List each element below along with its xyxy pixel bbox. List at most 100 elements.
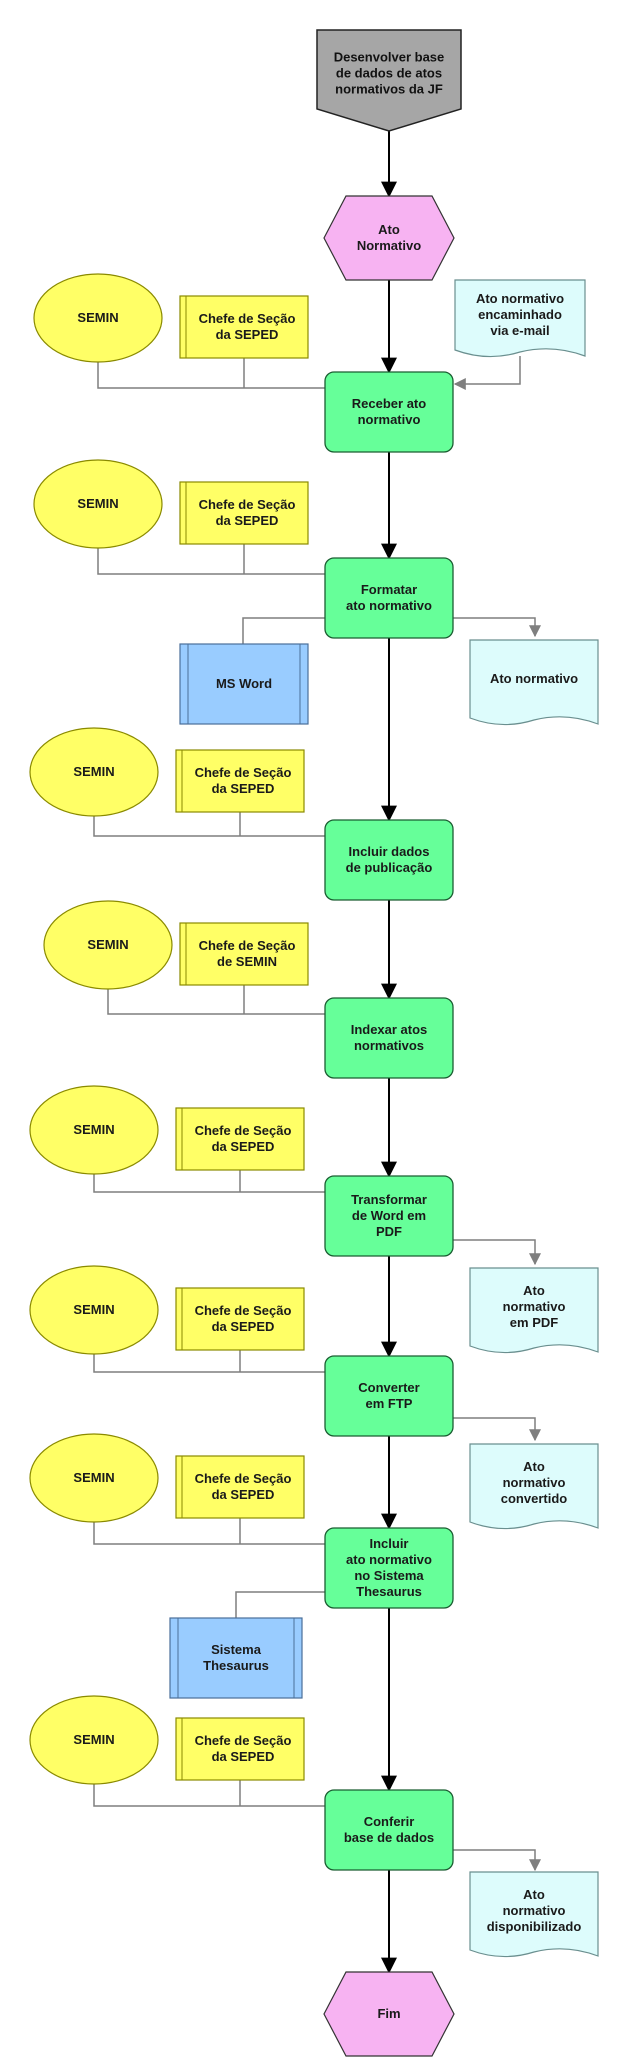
shape-label: Receber ato (352, 396, 426, 411)
shape-label: disponibilizado (487, 1919, 582, 1934)
org-unit-1: SEMIN (33, 273, 163, 363)
shape-label: convertido (501, 1491, 568, 1506)
shape-label: da SEPED (216, 513, 279, 528)
system-ms-word: MS Word (179, 643, 309, 725)
shape-label: Chefe de Seção (199, 938, 296, 953)
shape-label: SEMIN (77, 310, 118, 325)
shape-label: SEMIN (77, 496, 118, 511)
shape-label: PDF (376, 1224, 402, 1239)
shape-label: Ato normativo (476, 291, 564, 306)
connector-line (93, 1522, 325, 1545)
shape-label: Formatar (361, 582, 417, 597)
shape-label: Ato (523, 1283, 545, 1298)
shape-label: SEMIN (73, 1732, 114, 1747)
shape-label: normativo (503, 1299, 566, 1314)
shape-label: Ato normativo (490, 671, 578, 686)
org-unit-4: SEMIN (43, 900, 173, 990)
connector-line (93, 1174, 325, 1193)
shape-label: da SEPED (216, 327, 279, 342)
org-unit-5: SEMIN (29, 1085, 159, 1175)
shape-label: Sistema (211, 1642, 262, 1657)
shape-label: da SEPED (212, 1139, 275, 1154)
shape-label: normativo (358, 412, 421, 427)
shape-label: SEMIN (73, 1302, 114, 1317)
shape-label: Desenvolver base (334, 50, 445, 65)
connector-line (93, 1784, 325, 1807)
shape-label: de SEMIN (217, 954, 277, 969)
shape-label: SEMIN (73, 764, 114, 779)
shape-label: de Word em (352, 1208, 426, 1223)
shape-label: em PDF (510, 1315, 558, 1330)
connector-line (453, 1849, 541, 1872)
shape-label: Ato (523, 1887, 545, 1902)
shape-label: normativo (503, 1903, 566, 1918)
org-unit-2: SEMIN (33, 459, 163, 549)
shape-label: Chefe de Seção (195, 1123, 292, 1138)
shape-label: Chefe de Seção (195, 765, 292, 780)
shape-label: base de dados (344, 1830, 434, 1845)
shape-label: Chefe de Seção (195, 1471, 292, 1486)
shape-label: em FTP (366, 1396, 413, 1411)
shape-label: SEMIN (73, 1122, 114, 1137)
shape-label: encaminhado (478, 307, 562, 322)
shape-label: da SEPED (212, 1487, 275, 1502)
connector-line (453, 1417, 541, 1442)
connector-line (453, 356, 521, 390)
shape-label: no Sistema (354, 1568, 424, 1583)
shape-label: de dados de atos (336, 66, 442, 81)
shape-label: via e-mail (490, 323, 549, 338)
shape-label: SEMIN (73, 1470, 114, 1485)
connector-line (93, 1354, 325, 1373)
shape-label: da SEPED (212, 781, 275, 796)
shape-label: Converter (358, 1380, 419, 1395)
shape-label: Ato (523, 1459, 545, 1474)
shape-label: Fim (377, 2006, 400, 2021)
shape-label: Transformar (351, 1192, 427, 1207)
shape-label: Indexar atos (351, 1022, 428, 1037)
shape-label: Ato (378, 222, 400, 237)
org-unit-8: SEMIN (29, 1695, 159, 1785)
shape-label: Normativo (357, 238, 421, 253)
shape-label: Chefe de Seção (199, 497, 296, 512)
connector-line (453, 1239, 541, 1266)
org-unit-7: SEMIN (29, 1433, 159, 1523)
shape-label: SEMIN (87, 937, 128, 952)
connector-line (97, 548, 325, 575)
shape-label: da SEPED (212, 1749, 275, 1764)
shape-label: normativos da JF (335, 82, 443, 97)
shape-label: Thesaurus (203, 1658, 269, 1673)
shape-label: da SEPED (212, 1319, 275, 1334)
org-unit-3: SEMIN (29, 727, 159, 817)
shape-label: ato normativo (346, 1552, 432, 1567)
output-ato-normativo: Ato normativo (469, 639, 599, 726)
connector-line (107, 989, 325, 1015)
shape-label: Chefe de Seção (199, 311, 296, 326)
shape-label: normativos (354, 1038, 424, 1053)
shape-label: Chefe de Seção (195, 1303, 292, 1318)
shape-label: normativo (503, 1475, 566, 1490)
connector-line (93, 816, 325, 837)
connector-line (242, 617, 325, 644)
shape-label: Thesaurus (356, 1584, 422, 1599)
org-unit-6: SEMIN (29, 1265, 159, 1355)
